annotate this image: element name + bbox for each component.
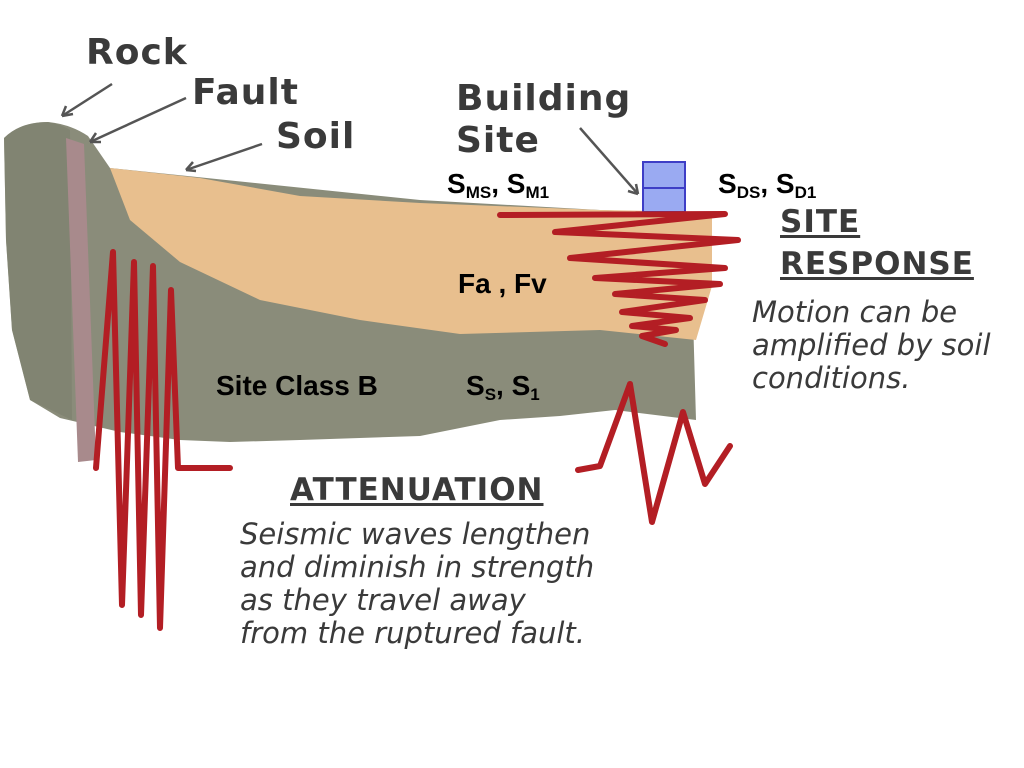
param-sms-sub: MS [465,183,492,202]
soil-arrow [185,142,263,172]
param-ss-s1: SS, S1 [466,370,540,405]
param-sm1-main: S [506,168,526,199]
param-sds-main: S [718,168,737,199]
param-fa-fv: Fa , Fv [458,268,547,299]
fault-arrowhead [88,132,101,144]
param-sms-sep: , [491,168,507,199]
label-soil: Soil [276,116,356,157]
param-ss-sub: S [484,385,497,404]
param-ss-sep: , [496,370,512,401]
rock-arrow [61,82,113,118]
building-arrowhead [627,183,640,196]
label-rock: Rock [86,32,188,73]
param-s1-main: S [511,370,531,401]
param-sd1-sub: D1 [794,183,817,202]
param-sm1-sub: M1 [525,183,550,202]
param-ss-main: S [466,370,485,401]
pointer-arrows [60,82,640,196]
param-site-class: Site Class B [216,370,378,401]
site-response-heading-2: RESPONSE [780,246,974,282]
label-fault: Fault [192,72,299,113]
attenuation-wave [93,249,233,631]
rock-shade [4,122,72,420]
param-sms-sm1: SMS, SM1 [447,168,549,203]
param-sms-main: S [447,168,466,199]
param-s1-sub: 1 [530,385,540,404]
label-site: Site [456,120,540,161]
site-response-heading-1: SITE [780,204,861,240]
fault-arrow [89,96,187,144]
param-sds-sd1: SDS, SD1 [718,168,816,203]
param-sd1-main: S [775,168,795,199]
rock-arrowhead [60,105,74,118]
soil-arrowhead [185,161,197,173]
attenuation-text: Seismic waves lengthen and diminish in s… [240,517,595,650]
site-response-wave [497,211,741,347]
attenuation-heading: ATTENUATION [290,472,544,508]
soil-layer [110,168,712,340]
incoming-wave [575,381,733,525]
param-sds-sep: , [760,168,776,199]
site-response-text: Motion can be amplified by soil conditio… [752,295,991,395]
fault-zone [66,138,96,462]
building-arrow [579,127,639,195]
param-sds-sub: DS [736,183,761,202]
label-building: Building [456,78,632,119]
